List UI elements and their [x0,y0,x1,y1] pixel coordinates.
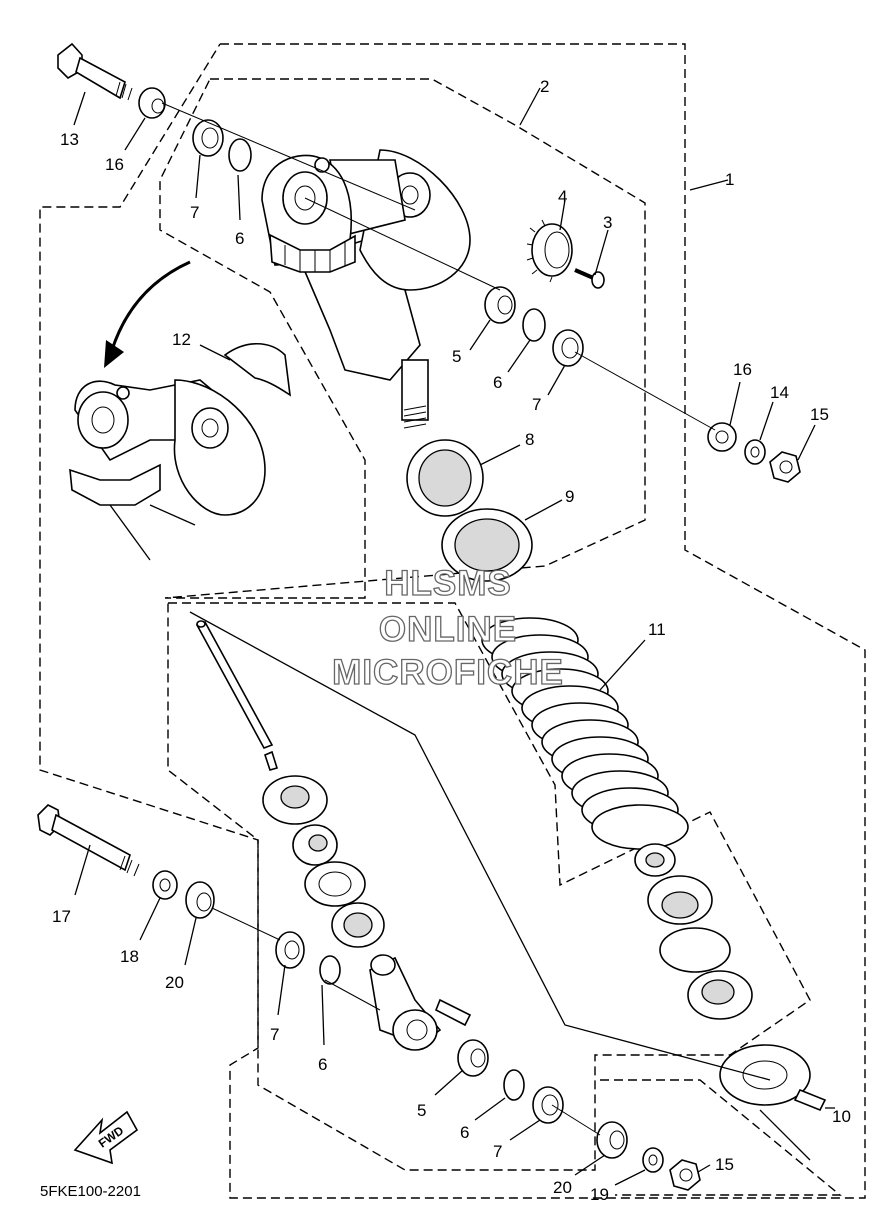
callout-10: 10 [832,1107,851,1126]
lower-clevis [369,954,472,1051]
callout-11: 11 [648,620,666,639]
spring-seat-stack [634,843,753,1020]
callout-6-upper: 6 [493,373,502,392]
callout-13: 13 [60,130,79,149]
callouts: 1 2 3 4 5 6 7 8 9 10 11 12 13 14 15 16 1… [52,77,851,1204]
circlip-upper [228,138,252,172]
callout-8: 8 [525,430,534,449]
spring-guide [719,1044,827,1112]
detail-inset [69,260,292,561]
callout-14: 14 [770,383,789,402]
bolt-upper [57,42,133,101]
locknut [441,508,533,582]
callout-9: 9 [565,487,574,506]
group-outline-2 [159,78,646,599]
bolt-lower [37,804,140,877]
collar-upper [138,87,166,119]
watermark: HLSMS ONLINE MICROFICHE [332,563,564,692]
callout-18: 18 [120,947,139,966]
lower-bushing-right [457,1039,701,1191]
bushing-right [484,286,516,324]
watermark-line-2: ONLINE [379,610,517,649]
watermark-line-1: HLSMS [384,564,512,603]
callout-3: 3 [603,213,612,232]
callout-6-lower: 6 [318,1055,327,1074]
callout-20-right: 20 [553,1178,572,1197]
circlip-right [522,308,546,342]
callout-16-right: 16 [733,360,752,379]
coil-spring [481,617,689,850]
callout-2: 2 [540,77,549,96]
washer-right [744,439,766,465]
callout-7-left: 7 [190,203,199,222]
callout-7-lower: 7 [270,1025,279,1044]
oil-seal-upper [192,119,224,157]
callout-12: 12 [172,330,191,349]
spring-coil [591,804,689,850]
callout-7-right-lower: 7 [493,1142,502,1161]
spring-adjuster-nut [406,439,484,517]
adjuster-screw [574,268,605,289]
damper-rod [195,620,279,771]
callout-4: 4 [558,187,567,206]
collar-right [707,422,737,452]
callout-5-lower: 5 [417,1101,426,1120]
nut-right [769,451,801,483]
callout-16-upper: 16 [105,155,124,174]
watermark-line-3: MICROFICHE [332,653,564,692]
lower-bushing-left [152,870,341,985]
lower-stack [262,775,385,948]
callout-20-lower: 20 [165,973,184,992]
callout-6-right-lower: 6 [460,1123,469,1142]
callout-7-upper: 7 [532,395,541,414]
callout-15-right: 15 [810,405,829,424]
callout-15-lower: 15 [715,1155,734,1174]
callout-6-left: 6 [235,229,244,248]
leader-lines [73,87,835,1186]
callout-5-upper: 5 [452,347,461,366]
shock-absorber-body [261,149,471,429]
group-outline-right-lower [600,1079,842,1196]
callout-19: 19 [590,1185,609,1204]
diagram-code: 5FKE100-2201 [40,1183,141,1200]
oil-seal-right [552,329,584,367]
callout-17: 17 [52,907,71,926]
callout-1: 1 [725,170,734,189]
adjuster-knob [526,219,573,283]
group-outline-lower [167,602,811,1171]
group-outline-1 [39,43,866,1199]
